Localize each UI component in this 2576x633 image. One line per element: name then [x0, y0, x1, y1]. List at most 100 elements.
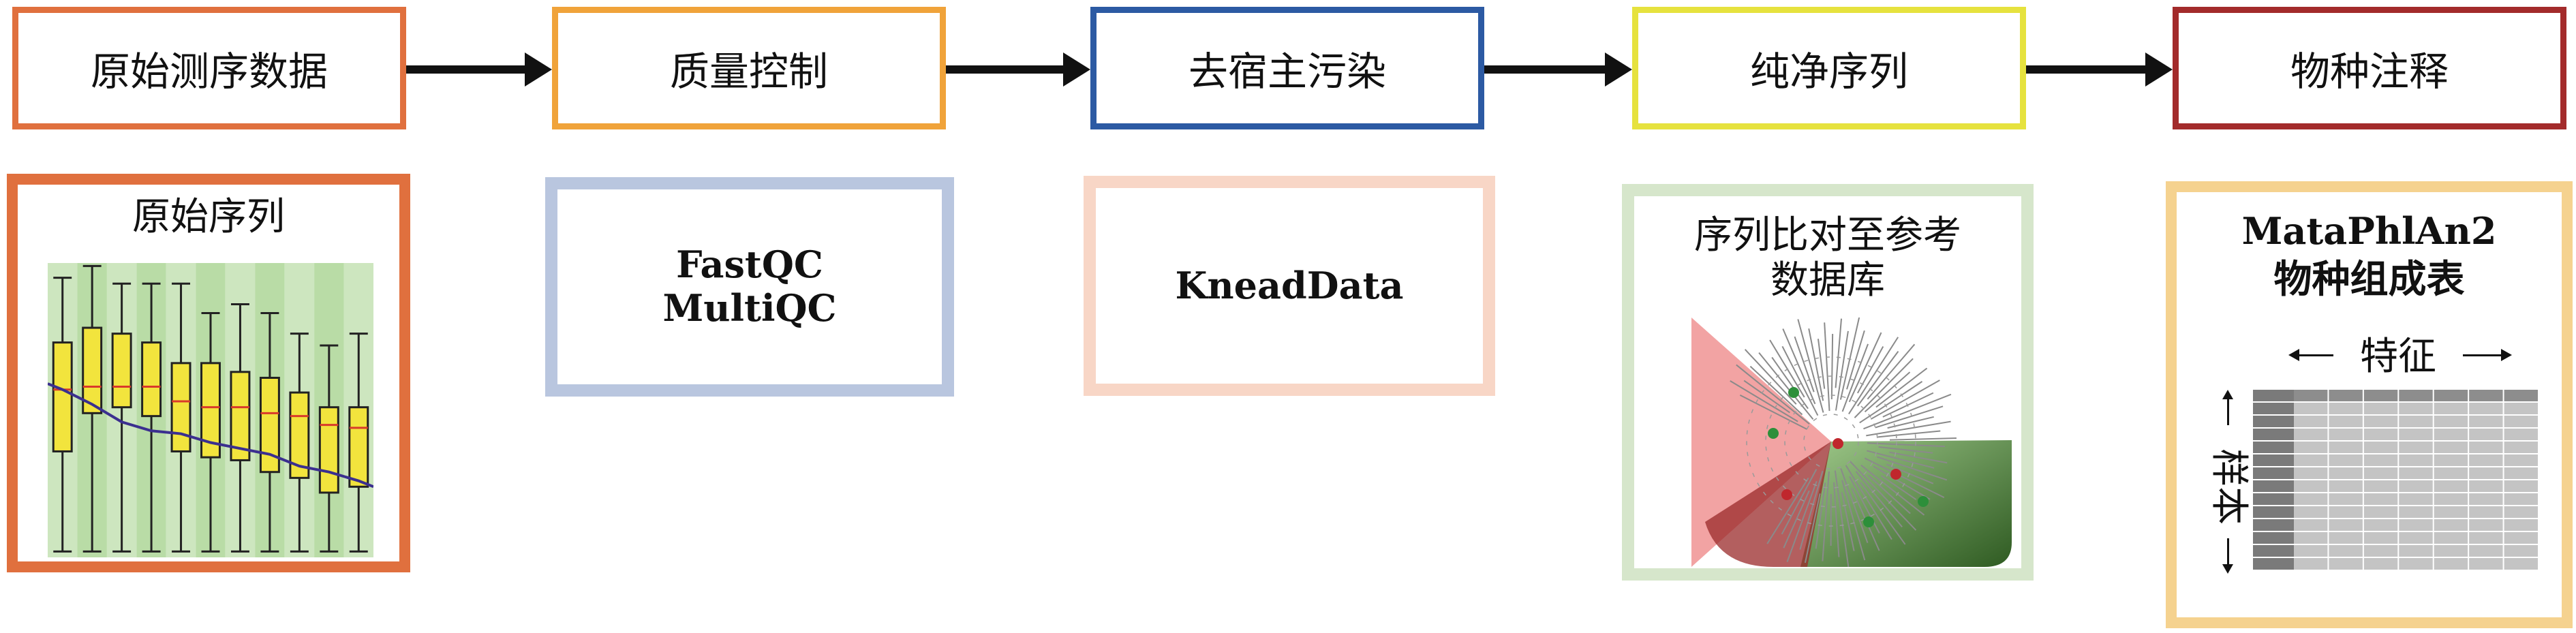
- tree-node: [1788, 387, 1799, 398]
- tree-branch: [1840, 468, 1869, 543]
- panel-alignment: 序列比对至参考 数据库: [1622, 184, 2034, 581]
- tree-ring: [1746, 356, 1916, 527]
- grid-cell: [2469, 506, 2503, 518]
- tree-branch: [1886, 463, 1934, 484]
- step-clean-sequence: 纯净序列: [1632, 7, 2026, 129]
- panel-species-table: MataPhlAn2 物种组成表 特征 样本: [2166, 181, 2573, 628]
- grid-cell: [2363, 416, 2398, 427]
- tree-branch: [1867, 343, 1916, 400]
- boxplot-box: [318, 406, 339, 494]
- grid-cell: [2434, 403, 2468, 414]
- tree-branch: [1855, 471, 1903, 527]
- grid-cell: [2469, 480, 2503, 492]
- tree-branch: [1875, 367, 1928, 408]
- grid-cell: [2469, 467, 2503, 479]
- grid-cell: [2399, 416, 2433, 427]
- arrow-4: [2026, 52, 2173, 87]
- feature-axis: 特征: [2288, 335, 2538, 379]
- grid-row-header: [2253, 467, 2294, 479]
- tree-branch: [1781, 345, 1819, 416]
- qc-tool-fastqc: FastQC: [676, 243, 823, 287]
- tree-branch: [1867, 474, 1911, 514]
- tree-branch: [1867, 450, 1935, 469]
- grid-cell: [2294, 545, 2328, 557]
- grid-cell: [2504, 558, 2538, 570]
- grid-cell: [2329, 429, 2363, 440]
- grid-row-header: [2253, 558, 2294, 570]
- grid-cell: [2294, 442, 2328, 453]
- tree-wedge-pink: [1691, 318, 1831, 567]
- grid-cell: [2399, 532, 2433, 544]
- tree-branch: [1841, 480, 1866, 561]
- tree-ring: [1784, 395, 1878, 489]
- grid-cell: [2329, 532, 2363, 544]
- grid-cell: [2329, 467, 2363, 479]
- tree-branch: [1833, 482, 1840, 557]
- tree-node: [1890, 469, 1901, 480]
- boxplot-box: [348, 406, 369, 488]
- tree-branch: [1848, 337, 1899, 415]
- boxplot-box: [141, 341, 162, 418]
- tree-branch: [1744, 349, 1797, 405]
- sample-axis: 样本: [2207, 390, 2251, 581]
- grid-cell: [2363, 545, 2398, 557]
- grid-row-header: [2253, 442, 2294, 453]
- grid-row-header: [2253, 416, 2294, 427]
- tree-wedge-green: [1800, 440, 2012, 567]
- tree-branch: [1889, 437, 1957, 441]
- grid-row-header: [2253, 545, 2294, 557]
- grid-cell: [2469, 429, 2503, 440]
- boxplot-box: [170, 362, 191, 452]
- step-quality-control-label: 质量控制: [669, 48, 828, 95]
- grid-cell: [2399, 429, 2433, 440]
- sample-arrow-down: [2227, 538, 2229, 566]
- boxplot-box: [52, 341, 73, 452]
- grid-cell: [2363, 429, 2398, 440]
- grid-cell: [2399, 442, 2433, 453]
- tree-branch: [1781, 469, 1818, 535]
- grid-cell: [2469, 558, 2503, 570]
- tree-branch: [1878, 446, 1933, 454]
- grid-cell: [2469, 442, 2503, 453]
- tree-branch: [1797, 319, 1824, 413]
- grid-cell: [2294, 519, 2328, 531]
- step-species-annotation-label: 物种注释: [2290, 48, 2449, 95]
- tree-branch: [1864, 457, 1945, 499]
- tree-branch: [1743, 380, 1790, 414]
- tree-branch: [1817, 339, 1826, 389]
- grid-cell: [2504, 442, 2538, 453]
- boxplot-box: [82, 326, 103, 414]
- grid-cell: [2434, 532, 2468, 544]
- tree-branch: [1834, 470, 1850, 567]
- panel-host-removal: KneadData: [1084, 176, 1495, 396]
- step-species-annotation: 物种注释: [2173, 7, 2566, 129]
- grid-row-header: [2253, 403, 2294, 414]
- tree-node: [1781, 489, 1792, 500]
- grid-cell: [2399, 467, 2433, 479]
- tree-branch: [1841, 492, 1855, 551]
- grid-cell: [2329, 558, 2363, 570]
- arrow-2: [946, 52, 1090, 87]
- tree-branch: [1860, 464, 1925, 516]
- arrow-3: [1484, 52, 1632, 87]
- tree-branch: [1758, 352, 1814, 420]
- boxplot-box: [111, 333, 132, 409]
- feature-arrowhead-right: [2501, 349, 2512, 361]
- tree-branch: [1860, 482, 1906, 545]
- tree-node: [1833, 438, 1843, 449]
- tree-branch: [1824, 322, 1830, 412]
- panel-raw-title: 原始序列: [132, 195, 285, 239]
- tree-wedge-red: [1705, 442, 1831, 567]
- grid-cell: [2469, 493, 2503, 505]
- grid-row-header: [2253, 519, 2294, 531]
- grid-cell: [2504, 519, 2538, 531]
- grid-cell: [2363, 532, 2398, 544]
- grid-cell: [2434, 454, 2468, 466]
- grid-cell: [2294, 532, 2328, 544]
- arrow-1: [406, 52, 552, 87]
- grid-cell: [2363, 558, 2398, 570]
- grid-cell: [2363, 480, 2398, 492]
- step-raw-data-label: 原始测序数据: [90, 48, 328, 95]
- step-clean-sequence-label: 纯净序列: [1749, 48, 1908, 95]
- grid-row-header: [2253, 429, 2294, 440]
